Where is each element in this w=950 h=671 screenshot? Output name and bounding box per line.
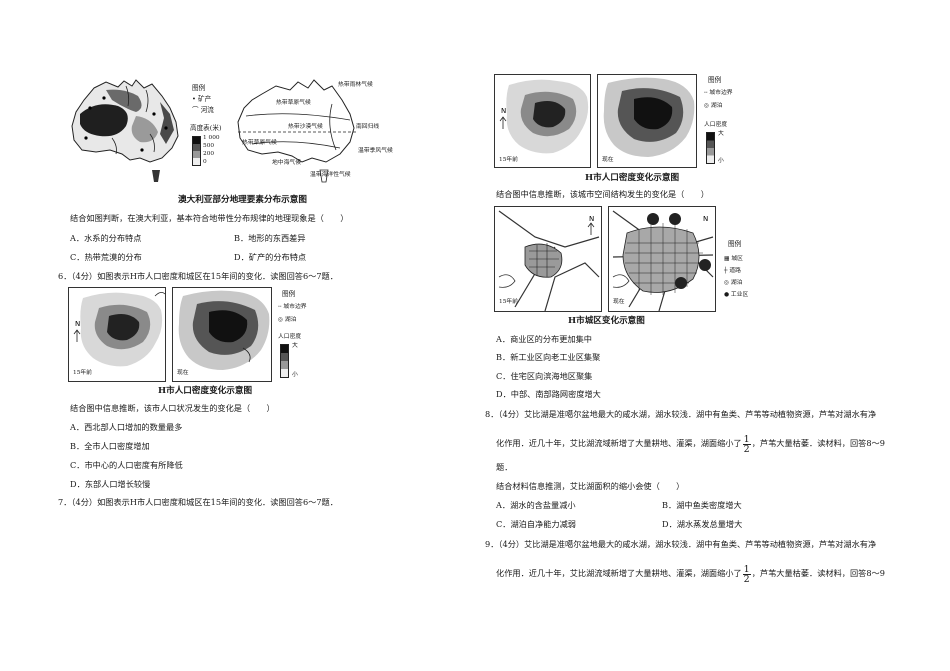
q7-legend-small: 小 xyxy=(718,158,724,164)
q7-legend-big: 大 xyxy=(718,131,724,137)
australia-caption: 澳大利亚部分地理要素分布示意图 xyxy=(178,195,307,205)
q6-legend-density: 人口密度 xyxy=(278,334,302,340)
svg-text:N: N xyxy=(75,320,80,328)
q8-option-b[interactable]: B．湖中鱼类密度增大 xyxy=(662,500,742,510)
legend-elevation-title: 高度表(米) xyxy=(190,124,222,132)
q7-urban-map-left: N 15年前 xyxy=(494,206,602,312)
q7-urban-right-label: 现在 xyxy=(613,299,625,305)
q6-stem: 结合图中信息推断，该市人口状况发生的变化是（ ） xyxy=(70,403,275,413)
q8-option-c[interactable]: C．湖泊自净能力减弱 xyxy=(496,519,576,529)
q7-stem: 结合图中信息推断，该城市空间结构发生的变化是（ ） xyxy=(496,189,709,199)
climate-label-monsoon: 温带季风气候 xyxy=(358,148,393,154)
climate-label-savanna-north: 热带草原气候 xyxy=(276,100,311,106)
q5-stem: 结合如图判断，在澳大利亚，基本符合地带性分布规律的地理现象是（ ） xyxy=(70,213,349,223)
q7-density-bar xyxy=(706,132,715,164)
legend-river: ⌒ 河流 xyxy=(192,106,214,114)
q5-option-c[interactable]: C．热带荒漠的分布 xyxy=(70,252,142,262)
climate-label-mediterranean: 地中海气候 xyxy=(272,160,301,166)
q7-density-map-right: 现在 xyxy=(597,74,697,168)
australia-legend: 图例 • 矿产 ⌒ 河流 高度表(米) 1 000 500 200 0 xyxy=(190,84,232,182)
legend-lake: ◎ 湖泊 xyxy=(724,280,743,286)
climate-label-oceanic: 温带海洋性气候 xyxy=(310,172,351,178)
q7-urban-map-right: N 现在 xyxy=(608,206,716,312)
elev-tick-200: 200 xyxy=(203,151,215,157)
q6-legend-small: 小 xyxy=(292,372,298,378)
q6-option-b[interactable]: B．全市人口密度增加 xyxy=(70,441,150,451)
tropic-capricorn-label: 南回归线 xyxy=(356,124,380,130)
q6-option-a[interactable]: A．西北部人口增加的数量最多 xyxy=(70,422,183,432)
q7-legend: 图例 ╌ 城市边界 ◎ 湖泊 人口密度 大 小 xyxy=(704,76,750,168)
q8-stem: 结合材料信息推测，艾比湖面积的缩小会使（ ） xyxy=(496,481,685,491)
q5-option-d[interactable]: D．矿产的分布特点 xyxy=(234,252,307,262)
q7-left-label: 15年前 xyxy=(499,157,518,163)
q6-density-map-right: 现在 xyxy=(172,287,272,382)
q6-left-label: 15年前 xyxy=(73,370,92,376)
q7-legend-lake: ◎ 湖泊 xyxy=(704,103,723,109)
q8-line3: 题． xyxy=(496,462,513,472)
q6-legend-big: 大 xyxy=(292,343,298,349)
q6-legend-title: 图例 xyxy=(282,290,296,298)
legend-title: 图例 xyxy=(192,84,206,92)
q7-option-a[interactable]: A．商业区的分布更加集中 xyxy=(496,334,592,344)
q7-density-map-left: N 15年前 xyxy=(494,74,591,168)
climate-label-desert: 热带沙漠气候 xyxy=(288,124,323,130)
svg-text:N: N xyxy=(703,215,708,223)
q6-intro: 6．（4分）如图表示H市人口密度和城区在15年间的变化．读图回答6～7题． xyxy=(58,271,338,281)
q7-option-c[interactable]: C．住宅区向滨海地区聚集 xyxy=(496,371,593,381)
q6-density-bar xyxy=(280,344,289,378)
q6-option-d[interactable]: D．东部人口增长较慢 xyxy=(70,479,151,489)
q7-legend-density: 人口密度 xyxy=(704,122,728,128)
q5-option-a[interactable]: A．水系的分布特点 xyxy=(70,233,142,243)
q6-legend-lake: ◎ 湖泊 xyxy=(278,317,297,323)
q7-urban-legend: 图例 ▦ 城区 ┼ 道路 ◎ 湖泊 ● 工业区 xyxy=(724,240,766,312)
q7-urban-caption: H市城区变化示意图 xyxy=(568,316,645,326)
svg-text:N: N xyxy=(589,215,594,223)
q6-caption: H市人口密度变化示意图 xyxy=(158,386,253,396)
q7-legend-city: ╌ 城市边界 xyxy=(704,90,733,96)
q7-urban-legend-title: 图例 xyxy=(728,240,742,248)
q9-line1: 9．（4分）艾比湖是准噶尔盆地最大的咸水湖，湖水较浅．湖中有鱼类、芦苇等动植物资… xyxy=(485,539,877,549)
australia-climate-map xyxy=(237,79,356,183)
svg-text:N: N xyxy=(501,107,506,115)
q7-density-caption: H市人口密度变化示意图 xyxy=(585,173,680,183)
q8-option-d[interactable]: D．湖水蒸发总量增大 xyxy=(662,519,743,529)
legend-industrial: ● 工业区 xyxy=(724,292,749,298)
q7-legend-title: 图例 xyxy=(708,76,722,84)
q6-density-map-left: N 15年前 xyxy=(68,287,166,382)
q7-right-label: 现在 xyxy=(602,157,614,163)
climate-label-rainforest: 热带雨林气候 xyxy=(338,82,373,88)
q6-legend: 图例 ╌ 城市边界 ◎ 湖泊 人口密度 大 小 xyxy=(278,290,322,382)
q7-urban-left-label: 15年前 xyxy=(499,299,518,305)
q5-option-b[interactable]: B．地形的东西差异 xyxy=(234,233,306,243)
elev-tick-0: 0 xyxy=(203,159,207,165)
australia-elevation-map xyxy=(71,79,179,182)
climate-label-savanna-west: 热带草原气候 xyxy=(242,140,277,146)
legend-road: ┼ 道路 xyxy=(724,268,741,274)
q7-option-d[interactable]: D．中部、南部路网密度增大 xyxy=(496,389,601,399)
q7-intro: 7．（4分）如图表示H市人口密度和城区在15年间的变化．读图回答6～7题． xyxy=(58,497,338,507)
q8-option-a[interactable]: A．湖水的含盐量减小 xyxy=(496,500,576,510)
elev-tick-500: 500 xyxy=(203,143,215,149)
legend-urban: ▦ 城区 xyxy=(724,256,743,262)
australia-figure: 图例 • 矿产 ⌒ 河流 高度表(米) 1 000 500 200 0 热带雨林… xyxy=(66,76,393,188)
q6-legend-city: ╌ 城市边界 xyxy=(278,304,307,310)
q7-option-b[interactable]: B．新工业区向老工业区集聚 xyxy=(496,352,601,362)
q6-right-label: 现在 xyxy=(177,370,189,376)
q6-option-c[interactable]: C．市中心的人口密度有所降低 xyxy=(70,460,183,470)
legend-mine: • 矿产 xyxy=(192,95,212,103)
q8-line1: 8．（4分）艾比湖是准噶尔盆地最大的咸水湖，湖水较浅．湖中有鱼类、芦苇等动植物资… xyxy=(485,409,877,419)
elev-tick-1000: 1 000 xyxy=(203,135,220,141)
elevation-color-bar xyxy=(192,136,201,166)
